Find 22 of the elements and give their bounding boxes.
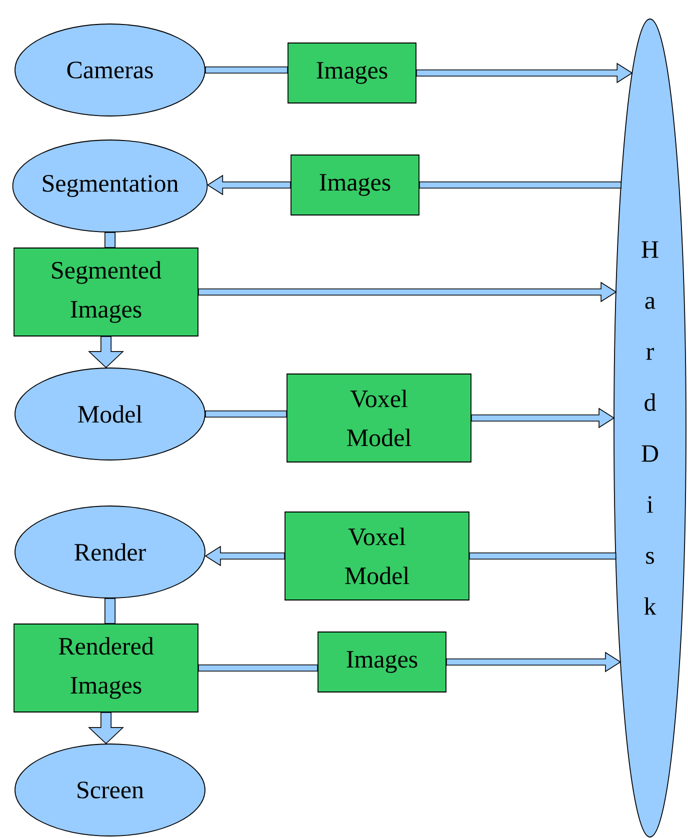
arrow: [198, 664, 318, 672]
arrow: [416, 62, 633, 84]
arrow: [205, 66, 288, 74]
data-box: Images: [318, 632, 446, 692]
data-box: Images: [288, 42, 416, 104]
arrow: [469, 552, 616, 560]
arrow: [104, 232, 116, 248]
arrow: [88, 336, 124, 368]
arrow: [471, 408, 615, 428]
arrow: [204, 546, 285, 566]
data-box: Voxel Model: [284, 512, 470, 600]
data-box: Voxel Model: [286, 374, 472, 462]
arrow: [206, 174, 291, 196]
data-box: Segmented Images: [14, 248, 198, 336]
data-box: Rendered Images: [14, 624, 198, 712]
arrow: [88, 712, 124, 744]
arrow: [104, 598, 116, 624]
arrow: [205, 410, 287, 418]
arrow: [446, 652, 622, 672]
arrow: [198, 282, 617, 302]
data-box: Images: [290, 154, 420, 216]
arrow: [419, 182, 622, 189]
